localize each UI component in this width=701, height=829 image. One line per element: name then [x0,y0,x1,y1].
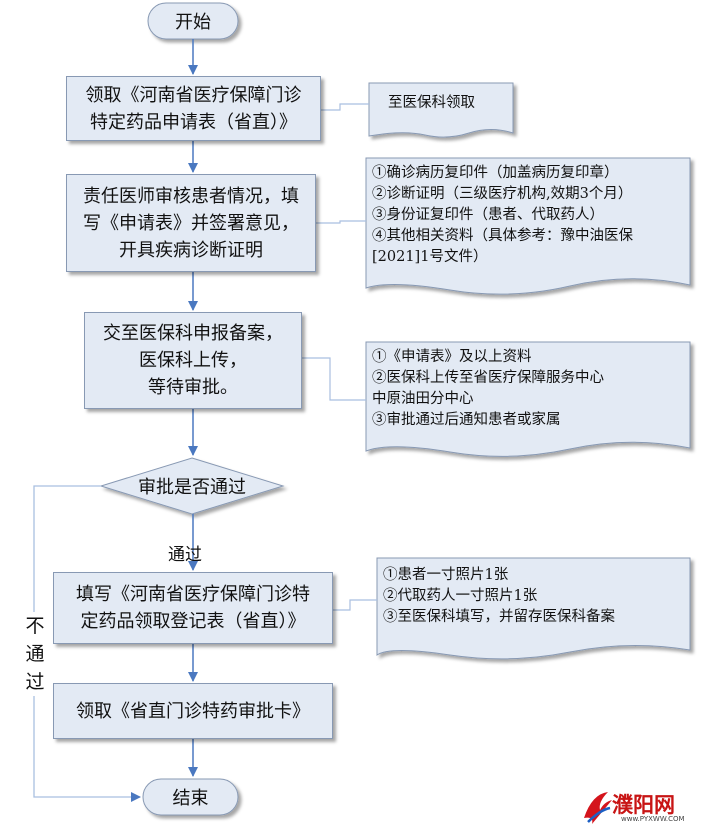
start-label: 开始 [175,12,211,33]
step2-line: 责任医师审核患者情况，填 [83,185,299,207]
decision-diamond-shape [99,457,285,515]
note1-line: 至医保科领取 [388,95,475,111]
note2-line: ③身份证复印件（患者、代取药人） [372,207,604,223]
step4-line: 定药品领取登记表（省直）》 [80,611,306,632]
note2-line: ④其他相关资料（具体参考：豫中油医保 [372,228,633,244]
note3-shape [365,341,691,457]
note4-line: ③至医保科填写，并留存医保科备案 [383,609,615,625]
step3-box: 交至医保科申报备案， 医保科上传， 等待审批。 [84,312,302,409]
watermark-name: 濮阳网 [612,793,675,817]
decision-label: 审批是否通过 [138,477,246,498]
start-terminator: 开始 [148,3,238,39]
note3-line: 中原油田分中心 [372,391,474,407]
step3-line: 医保科上传， [139,350,247,371]
step1-box: 领取《河南省医疗保障门诊 特定药品申请表（省直）》 [66,76,321,141]
note3-line: ①《申请表》及以上资料 [372,349,532,365]
end-label: 结束 [172,788,209,809]
fail-label-char: 不 [25,615,45,637]
note3-line: ③审批通过后通知患者或家属 [372,412,561,428]
note1-connector [321,103,369,111]
step2-box: 责任医师审核患者情况，填 写《申请表》并签署意见， 开具疾病诊断证明 [66,174,316,272]
end-terminator-shape [142,778,239,816]
step1-line: 领取《河南省医疗保障门诊 [85,84,302,106]
note1: 至医保科领取 [388,93,475,114]
note1-shape [368,82,514,138]
note4-line: ②代取药人一寸照片1张 [383,588,538,604]
note2-shape [365,157,691,295]
note4-shape [376,557,691,660]
step1-line: 特定药品申请表（省直）》 [90,111,297,133]
note2-line: [2021]1号文件） [372,249,488,265]
step2-line: 开具疾病诊断证明 [119,239,263,261]
note2-line: ②诊断证明（三级医疗机构,效期3个月） [372,186,633,202]
step2-line: 写《申请表》并签署意见， [83,212,299,234]
note4-connector [333,599,377,611]
note4-line: ①患者一寸照片1张 [383,567,509,583]
note2-connector [316,220,366,224]
fail-label: 不 通 过 [23,612,47,696]
step4-box: 填写《河南省医疗保障门诊特 定药品领取登记表（省直）》 [53,572,333,644]
note3: ①《申请表》及以上资料 ②医保科上传至省医疗保障服务中心 中原油田分中心 ③审批… [372,347,604,431]
step5-box: 领取《省直门诊特药审批卡》 [53,683,333,739]
note2-line: ①确诊病历复印件（加盖病历复印章） [372,165,619,181]
watermark-url: www.PYXWW.COM [621,815,685,823]
note3-line: ②医保科上传至省医疗保障服务中心 [372,370,604,386]
step3-line: 等待审批。 [148,377,238,398]
watermark-logo-icon [584,792,612,824]
fail-label-char: 通 [25,643,45,665]
pass-label: 通过 [168,545,202,565]
step4-line: 填写《河南省医疗保障门诊特 [76,584,310,605]
step5-line: 领取《省直门诊特药审批卡》 [76,700,310,722]
end-terminator: 结束 [143,779,238,815]
note4: ①患者一寸照片1张 ②代取药人一寸照片1张 ③至医保科填写，并留存医保科备案 [383,565,615,628]
step3-line: 交至医保科申报备案， [103,323,283,344]
note3-connector [302,357,366,401]
decision: 审批是否通过 [101,458,283,514]
note2: ①确诊病历复印件（加盖病历复印章） ②诊断证明（三级医疗机构,效期3个月） ③身… [372,163,633,268]
fail-label-char: 过 [25,671,45,693]
